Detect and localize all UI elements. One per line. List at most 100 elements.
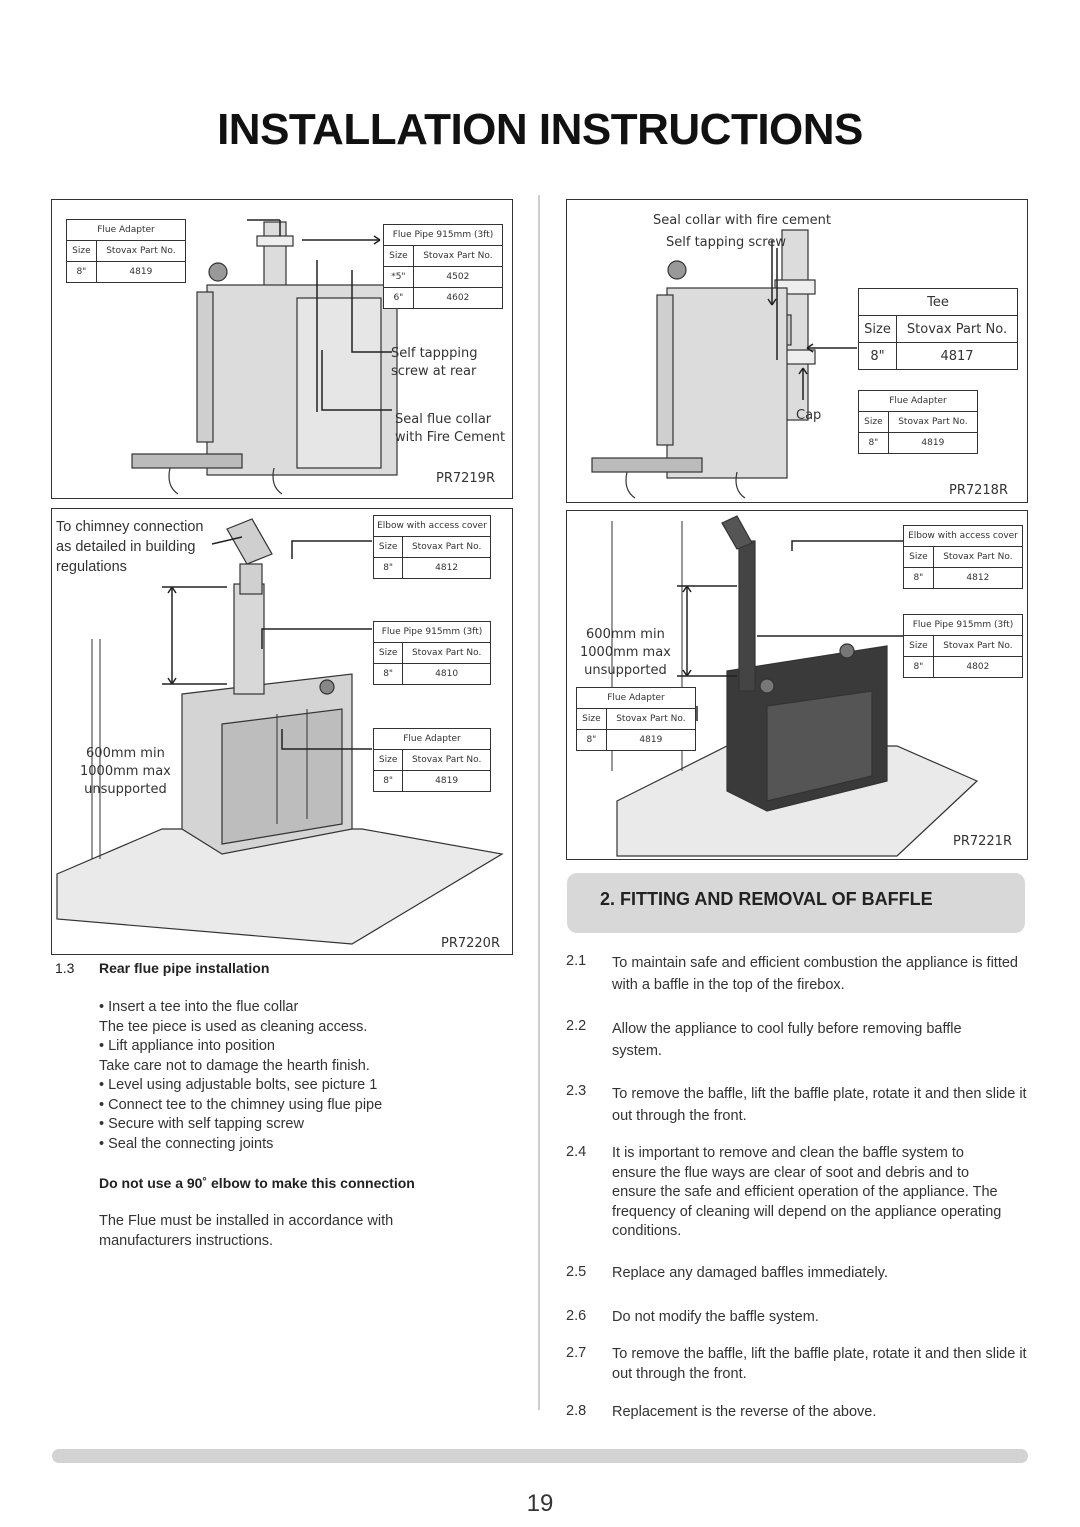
item-number: 2.6 xyxy=(566,1308,587,1324)
table-header: Size xyxy=(576,708,607,730)
table-cell: 4819 xyxy=(402,770,491,792)
table-cell: 8" xyxy=(903,656,934,678)
diagram-pr7220r: To chimney connection as detailed in bui… xyxy=(51,508,513,955)
table-header: Stovax Part No. xyxy=(887,411,979,433)
table-cell: 4802 xyxy=(932,656,1024,678)
table-cell: 4812 xyxy=(402,557,491,579)
section-heading-box: 2. FITTING AND REMOVAL OF BAFFLE xyxy=(567,873,1025,933)
instruction-line: • Lift appliance into position xyxy=(99,1038,275,1054)
item-text: To maintain safe and efficient combustio… xyxy=(612,955,1018,993)
diagram-pr7221r: 600mm min 1000mm max unsupported Elbow w… xyxy=(566,510,1028,860)
stove-rear-flue-illustration xyxy=(131,219,398,495)
table-header: Size xyxy=(858,411,889,433)
instruction-line: The tee piece is used as cleaning access… xyxy=(99,1018,368,1035)
table-caption: Elbow with access cover xyxy=(903,525,1023,547)
column-divider xyxy=(538,195,540,1410)
table-cell: 8" xyxy=(372,663,404,685)
table-cell: 4819 xyxy=(887,432,979,454)
table-cell: 4602 xyxy=(412,287,504,309)
instruction-line: • Secure with self tapping screw xyxy=(99,1116,304,1132)
instruction-line: • Seal the connecting joints xyxy=(99,1135,274,1152)
table-cell: 8" xyxy=(576,729,607,751)
section-number: 1.3 xyxy=(55,960,75,976)
table-header: Size xyxy=(372,749,404,771)
table-caption: Flue Adapter xyxy=(576,687,696,709)
table-header: Size xyxy=(903,546,934,568)
table-cell: 8" xyxy=(372,557,404,579)
item-text: To remove the baffle, lift the baffle pl… xyxy=(612,1086,1027,1124)
section-heading: 2. FITTING AND REMOVAL OF BAFFLE xyxy=(600,889,933,909)
warning-text: Do not use a 90˚ elbow to make this conn… xyxy=(99,1175,415,1191)
installation-note: The Flue must be installed in accordance… xyxy=(99,1213,394,1249)
stove-top-flue-illustration xyxy=(611,515,979,857)
table-cell: 8" xyxy=(66,261,97,283)
diagram-ref: PR7221R xyxy=(953,834,1012,849)
table-caption: Flue Adapter xyxy=(66,219,186,241)
table-header: Stovax Part No. xyxy=(932,635,1024,657)
item-text: To remove the baffle, lift the baffle pl… xyxy=(612,1346,1027,1382)
table-cell: *5" xyxy=(383,266,414,288)
label-chimney-connection: To chimney connection as detailed in bui… xyxy=(56,519,204,575)
table-caption: Flue Pipe 915mm (3ft) xyxy=(373,621,491,643)
table-header: Size xyxy=(857,315,898,343)
label-unsupported-length: 600mm min 1000mm max unsupported xyxy=(80,746,171,797)
table-cell: 4812 xyxy=(932,567,1024,589)
table-caption: Flue Adapter xyxy=(373,728,491,750)
instruction-line: • Insert a tee into the flue collar xyxy=(99,999,299,1015)
table-cell: 4817 xyxy=(896,342,1018,370)
table-caption: Tee xyxy=(858,288,1018,316)
table-caption: Flue Adapter xyxy=(858,390,978,412)
label-self-tapping-screw: Self tapping screw xyxy=(666,235,786,250)
label-self-tapping-screw: Self tappping screw at rear xyxy=(391,346,478,379)
table-cell: 8" xyxy=(903,567,934,589)
table-cell: 6" xyxy=(383,287,414,309)
table-header: Size xyxy=(903,635,934,657)
table-cell: 4810 xyxy=(402,663,491,685)
table-cell: 4819 xyxy=(605,729,697,751)
item-number: 2.4 xyxy=(566,1144,587,1160)
item-number: 2.8 xyxy=(566,1403,587,1419)
instruction-list: • Insert a tee into the flue collar The … xyxy=(99,998,382,1154)
diagram-ref: PR7219R xyxy=(436,471,495,486)
table-header: Stovax Part No. xyxy=(605,708,697,730)
stove-hearth-flue-illustration xyxy=(56,518,504,945)
item-number: 2.5 xyxy=(566,1264,587,1280)
table-cell: 8" xyxy=(372,770,404,792)
table-header: Stovax Part No. xyxy=(896,315,1018,343)
table-header: Size xyxy=(66,240,97,262)
table-header: Stovax Part No. xyxy=(932,546,1024,568)
diagram-ref: PR7220R xyxy=(441,936,500,951)
item-number: 2.3 xyxy=(566,1083,587,1099)
table-header: Stovax Part No. xyxy=(95,240,187,262)
diagram-pr7218r: Seal collar with fire cement Self tappin… xyxy=(566,199,1028,503)
item-number: 2.2 xyxy=(566,1018,587,1034)
table-caption: Flue Pipe 915mm (3ft) xyxy=(903,614,1023,636)
item-number: 2.1 xyxy=(566,953,587,969)
instruction-line: • Connect tee to the chimney using flue … xyxy=(99,1096,383,1113)
item-number: 2.7 xyxy=(566,1345,587,1361)
table-caption: Elbow with access cover xyxy=(373,515,491,537)
table-header: Stovax Part No. xyxy=(402,749,491,771)
page-title: INSTALLATION INSTRUCTIONS xyxy=(217,105,863,154)
table-cell: 8" xyxy=(857,342,898,370)
table-header: Stovax Part No. xyxy=(412,245,504,267)
table-header: Size xyxy=(372,536,404,558)
table-cell: 8" xyxy=(858,432,889,454)
diagram-ref: PR7218R xyxy=(949,483,1008,498)
item-text: Replacement is the reverse of the above. xyxy=(612,1404,877,1420)
label-seal-collar: Seal collar with fire cement xyxy=(653,213,831,228)
item-text: It is important to remove and clean the … xyxy=(612,1145,1002,1239)
table-cell: 4502 xyxy=(412,266,504,288)
table-cell: 4819 xyxy=(95,261,187,283)
table-header: Size xyxy=(383,245,414,267)
item-text: Allow the appliance to cool fully before… xyxy=(612,1021,962,1059)
